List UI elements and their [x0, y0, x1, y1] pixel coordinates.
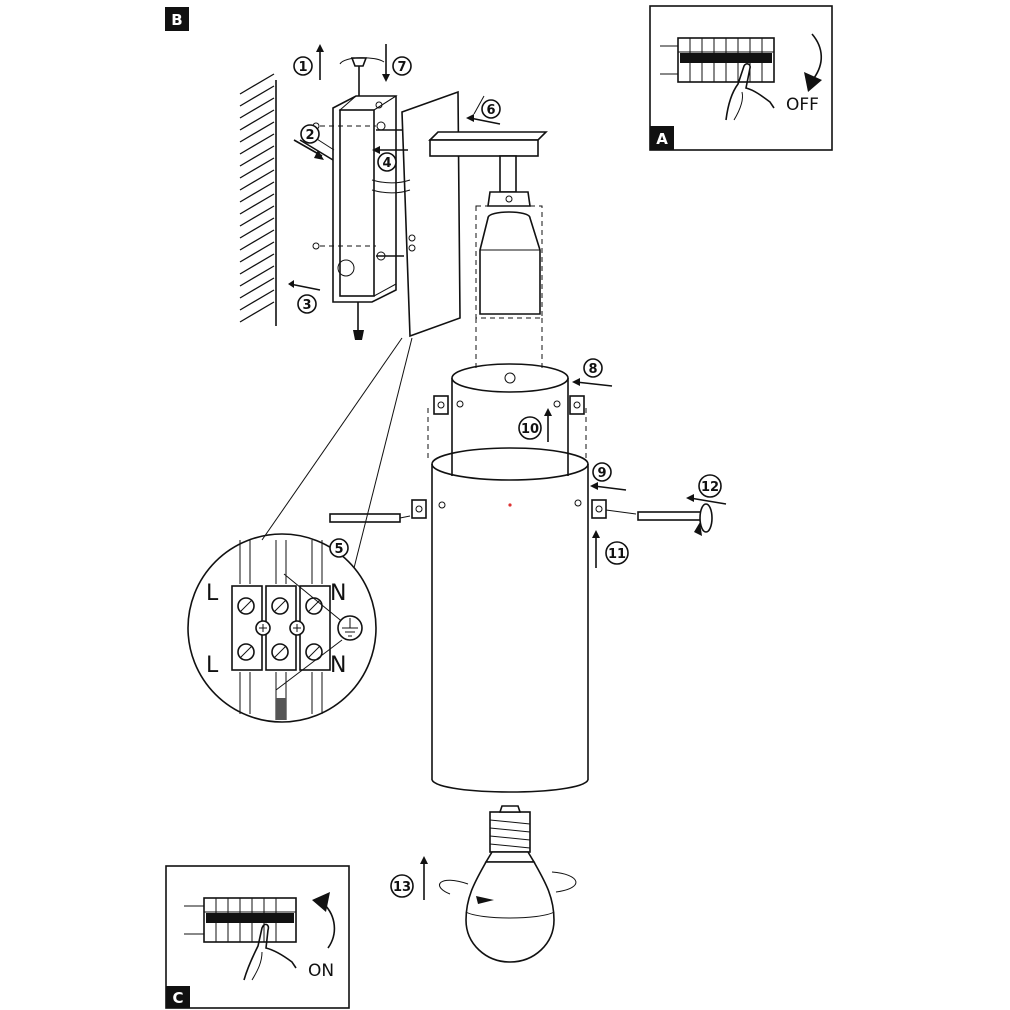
svg-text:13: 13 — [393, 880, 411, 895]
step-badge-5: 5 — [329, 538, 349, 558]
svg-text:1: 1 — [298, 60, 307, 75]
terminal-label-line-bottom: L — [206, 653, 219, 678]
wall-hatch-line — [239, 97, 275, 119]
step-badge-7: 7 — [392, 56, 412, 76]
wall-hatch-line — [239, 121, 275, 143]
mounting-bracket — [332, 95, 398, 303]
step-badge-6: 6 — [481, 99, 501, 119]
upper-fixing-screws — [433, 395, 585, 415]
section-c-label: C — [172, 989, 183, 1007]
svg-text:8: 8 — [588, 362, 597, 377]
switch-up-arrow-icon — [312, 892, 336, 949]
wall-hatch-line — [239, 265, 275, 287]
circuit-breaker-icon — [184, 897, 297, 943]
svg-text:12: 12 — [701, 480, 719, 495]
terminal-label-neutral-bottom: N — [330, 653, 346, 678]
step-badge-1: 1 — [293, 56, 313, 76]
light-bulb-icon — [439, 805, 577, 963]
wall-hatch-line — [239, 241, 275, 263]
off-label: OFF — [786, 95, 819, 115]
wall-hatch-line — [239, 73, 275, 95]
wall-hatch-line — [239, 205, 275, 227]
section-a-badge — [650, 126, 674, 150]
svg-text:10: 10 — [521, 422, 539, 437]
step-badge-10: 10 — [518, 416, 542, 440]
svg-text:3: 3 — [302, 298, 311, 313]
lamp-socket — [475, 191, 543, 319]
wall — [239, 73, 277, 326]
step-badge-9: 9 — [592, 462, 612, 482]
step-badge-3: 3 — [297, 294, 317, 314]
terminal-block-detail — [187, 533, 377, 723]
svg-text:5: 5 — [334, 542, 343, 557]
lamp-cylinder — [431, 447, 589, 793]
section-a-label: A — [656, 130, 668, 148]
lamp-arm — [428, 131, 548, 193]
svg-text:B: B — [171, 11, 182, 29]
wall-hatch-line — [239, 157, 275, 179]
on-label: ON — [308, 961, 334, 981]
wall-hatch-line — [239, 85, 275, 107]
step-badge-8: 8 — [583, 358, 603, 378]
terminal-label-line-top: L — [206, 581, 219, 606]
hand-pointer-icon — [725, 63, 775, 121]
step-badge-13: 13 — [390, 874, 414, 898]
left-rod — [329, 499, 446, 523]
svg-text:6: 6 — [486, 103, 495, 118]
wall-hatch-line — [239, 229, 275, 251]
svg-text:7: 7 — [397, 60, 406, 75]
step-badge-12: 12 — [698, 474, 722, 498]
wall-hatch-line — [239, 181, 275, 203]
wall-hatch-line — [239, 253, 275, 275]
wall-hatch-line — [239, 109, 275, 131]
section-c-badge — [166, 986, 190, 1008]
wall-hatch-line — [239, 277, 275, 299]
upper-cylinder — [427, 318, 587, 476]
svg-text:11: 11 — [608, 547, 626, 562]
wall-hatch-line — [239, 133, 275, 155]
wall-hatch-line — [239, 301, 275, 323]
switch-down-arrow-icon — [804, 33, 823, 92]
step-badge-11: 11 — [605, 541, 629, 565]
inset-power-on: ON C — [165, 865, 350, 1009]
step-badge-2: 2 — [300, 124, 320, 144]
wall-hatch-line — [239, 289, 275, 311]
hand-pointer-icon — [243, 923, 297, 981]
wall-hatch-line — [239, 217, 275, 239]
step-badge-4: 4 — [377, 152, 397, 172]
wall-hatch-line — [239, 169, 275, 191]
svg-text:9: 9 — [597, 466, 606, 481]
terminal-label-neutral-top: N — [330, 581, 346, 606]
wall-hatch-line — [239, 145, 275, 167]
section-b-badge: B — [165, 7, 189, 31]
bracket-screws — [339, 57, 404, 340]
earth-ground-icon — [337, 615, 363, 641]
wall-hatch-line — [239, 193, 275, 215]
step-arrows — [288, 44, 727, 900]
svg-text:2: 2 — [305, 128, 314, 143]
right-rod — [574, 499, 713, 536]
inset-power-off: OFF A — [649, 5, 833, 151]
circuit-breaker-icon — [660, 37, 775, 83]
svg-text:4: 4 — [382, 156, 391, 171]
connection-detail-leaders — [261, 337, 413, 569]
